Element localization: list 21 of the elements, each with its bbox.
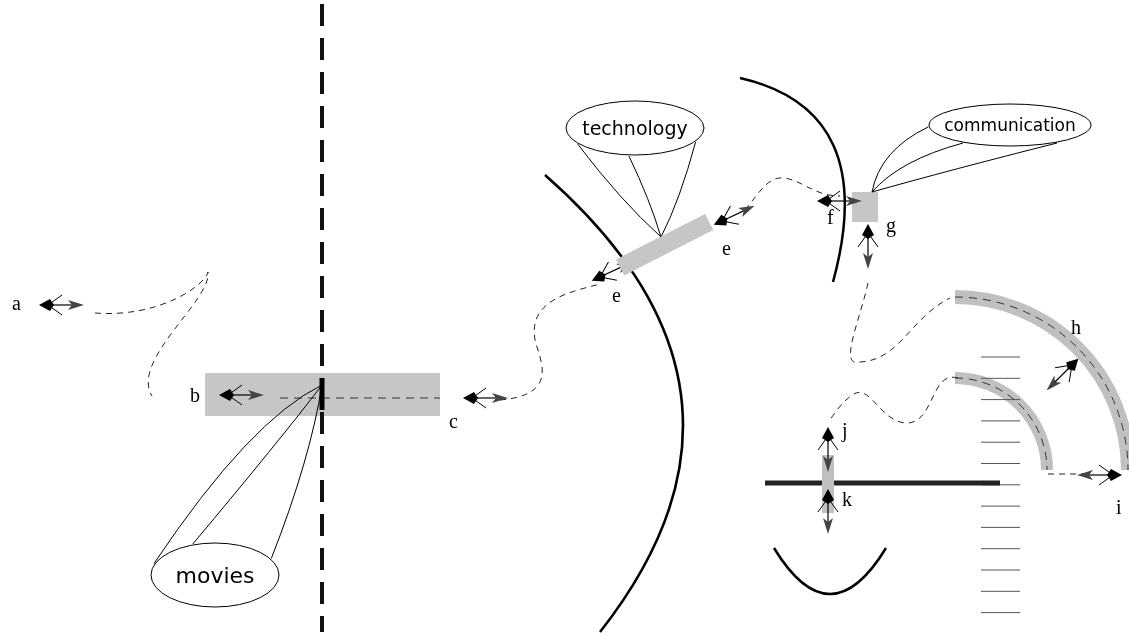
point-letter: e: [722, 238, 731, 258]
point-letter: e: [612, 285, 621, 305]
leader-line: [871, 142, 1058, 193]
point-letter: a: [12, 293, 21, 313]
point-letter: b: [190, 385, 200, 405]
point-letter: g: [886, 215, 896, 235]
leader-line: [871, 126, 929, 193]
point-letter: f: [827, 207, 834, 227]
leader-line: [192, 384, 323, 545]
callout-label: movies: [175, 562, 255, 588]
leader-line: [660, 141, 697, 238]
leader-line: [577, 143, 662, 238]
callout-label: communication: [944, 115, 1076, 135]
leader-line: [871, 142, 964, 193]
point-letter: j: [842, 420, 848, 440]
point-letter: h: [1071, 317, 1081, 337]
point-letter: k: [842, 489, 852, 509]
point-letter: c: [449, 411, 458, 431]
leader-line: [628, 155, 662, 238]
point-letter: i: [1116, 497, 1122, 517]
callout-label: technology: [582, 117, 688, 139]
